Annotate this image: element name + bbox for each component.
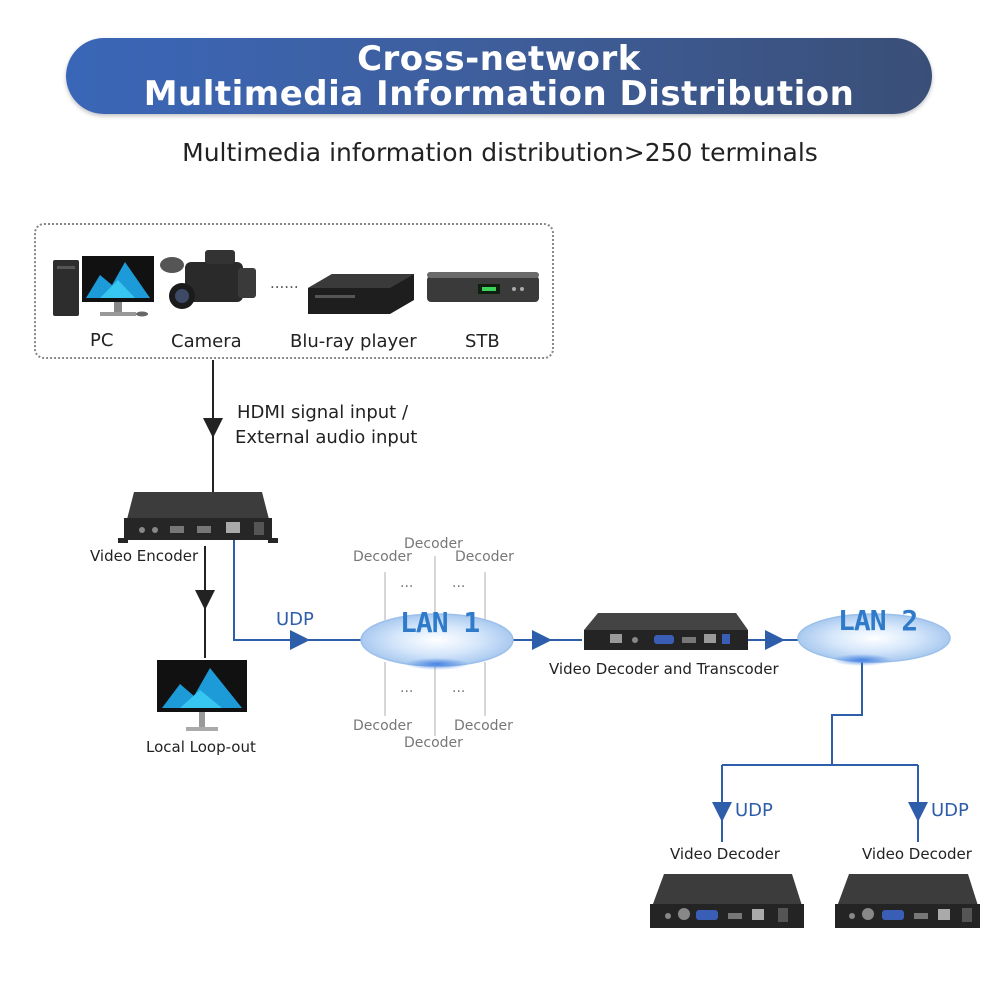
more-devices-dots: ...... — [270, 274, 299, 292]
loopout-label: Local Loop-out — [146, 738, 256, 756]
stb-label: STB — [465, 331, 500, 352]
subtitle: Multimedia information distribution>250 … — [182, 138, 818, 167]
camera-icon — [160, 250, 256, 309]
title-line-2: Multimedia Information Distribution — [143, 74, 855, 114]
decoder-label-bottom-left: Decoder — [353, 718, 412, 734]
decoder-label-bottom-right: Decoder — [454, 718, 513, 734]
loopout-monitor-icon — [157, 660, 247, 731]
ellipsis-top-left: ... — [400, 575, 414, 591]
lan2-cloud — [797, 613, 951, 666]
udp-label-decoder-2: UDP — [931, 800, 969, 821]
video-decoder-2-label: Video Decoder — [862, 845, 972, 863]
pc-tower-icon — [53, 260, 79, 316]
video-decoder-1-device — [650, 874, 804, 928]
input-label-line-2: External audio input — [235, 427, 418, 448]
source-devices-box — [34, 223, 554, 359]
video-encoder-label: Video Encoder — [90, 547, 199, 565]
title-banner: Cross-network Multimedia Information Dis… — [66, 38, 932, 114]
title-line-1: Cross-network — [357, 39, 641, 79]
transcoder-device — [584, 613, 748, 650]
video-decoder-2-device — [835, 874, 980, 928]
camera-label: Camera — [171, 331, 242, 352]
lan1-cloud — [360, 613, 514, 670]
decoder-label-bottom-center: Decoder — [404, 735, 463, 751]
decoder-label-top-center: Decoder — [404, 536, 463, 552]
video-decoder-1-label: Video Decoder — [670, 845, 780, 863]
pc-label: PC — [90, 330, 114, 351]
decoder-label-top-left: Decoder — [353, 549, 412, 565]
bluray-label: Blu-ray player — [290, 331, 417, 352]
udp-label-decoder-1: UDP — [735, 800, 773, 821]
bluray-player-icon — [308, 274, 414, 314]
ellipsis-bottom-left: ... — [400, 680, 414, 696]
decoder-tap-lines — [384, 556, 486, 736]
udp-label-encoder: UDP — [276, 609, 314, 630]
pc-monitor-icon — [82, 256, 154, 317]
stb-icon — [427, 272, 539, 302]
lan1-label: LAN 1 — [400, 606, 480, 639]
ellipsis-bottom-right: ... — [452, 680, 466, 696]
ellipsis-top-right: ... — [452, 575, 466, 591]
decoder-label-top-right: Decoder — [455, 549, 514, 565]
transcoder-label: Video Decoder and Transcoder — [549, 660, 779, 678]
lan2-label: LAN 2 — [838, 604, 918, 637]
input-label-line-1: HDMI signal input / — [237, 402, 409, 423]
video-encoder-device — [118, 492, 278, 543]
